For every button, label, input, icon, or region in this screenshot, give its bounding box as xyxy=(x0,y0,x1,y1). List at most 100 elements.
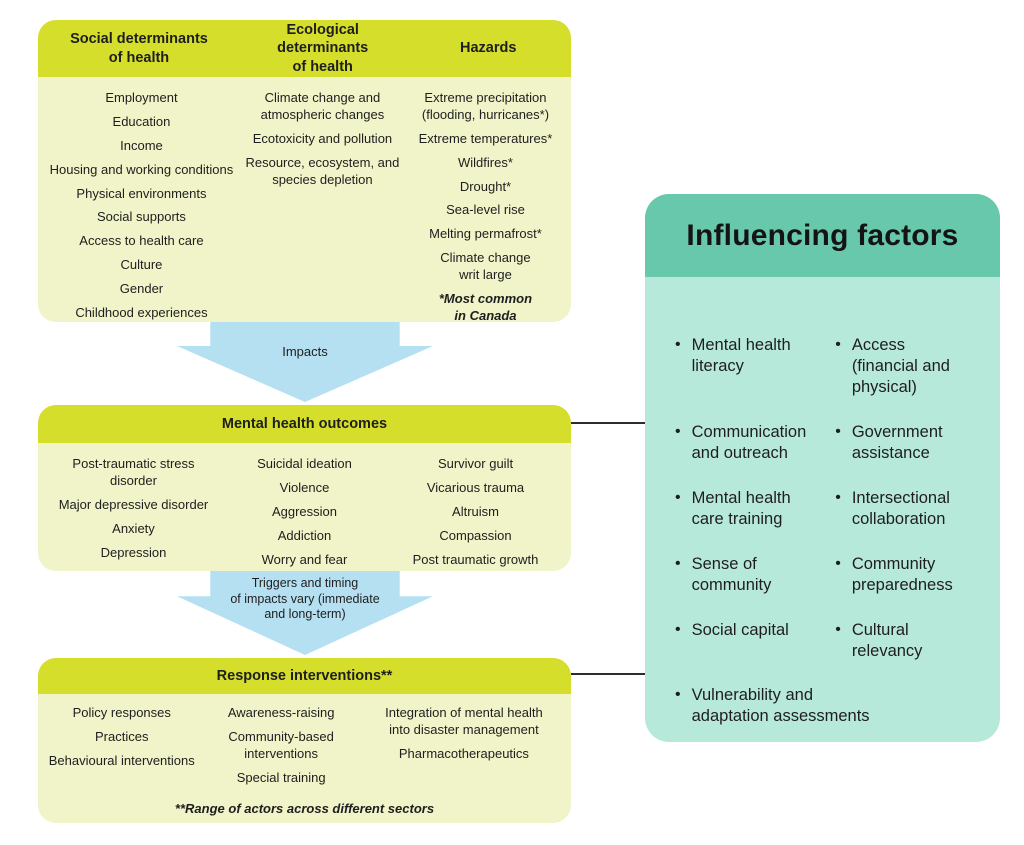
response-to-influencing-line xyxy=(571,673,645,675)
influencing-item-label: Sense of community xyxy=(691,554,772,594)
list-item: Housing and working conditions xyxy=(49,161,234,177)
list-item: Childhood experiences xyxy=(75,305,208,321)
list-item: Employment xyxy=(105,90,178,105)
influencing-item-right: • Government assistance xyxy=(835,422,978,464)
influencing-header-band: Influencing factors xyxy=(645,194,1000,277)
list-item: Post traumatic growth xyxy=(412,551,539,567)
list-item: Worry and fear xyxy=(261,551,348,567)
list-item: Melting permafrost* xyxy=(429,226,542,242)
list-item: Extreme precipitation (flooding, hurrica… xyxy=(421,90,550,122)
influencing-item-right: • Intersectional collaboration xyxy=(835,488,978,530)
outcomes-header: Mental health outcomes xyxy=(38,405,571,443)
ecological-determinants-header: Ecological determinants of health xyxy=(277,22,369,75)
influencing-item-left: • Mental health literacy xyxy=(675,335,829,398)
list-item: Education xyxy=(112,113,171,129)
hazards-list: Extreme precipitation (flooding, hurrica… xyxy=(404,90,567,284)
hazards-header: Hazards xyxy=(460,40,517,57)
bullet-icon: • xyxy=(835,620,841,638)
list-item: Altruism xyxy=(452,503,499,519)
social-determinants-header: Social determinants of health xyxy=(70,31,208,66)
list-item: Extreme temperatures* xyxy=(418,130,553,146)
list-item: Anxiety xyxy=(112,520,155,536)
list-item: Post-traumatic stress disorder xyxy=(72,456,195,488)
list-item: Vicarious trauma xyxy=(426,479,525,495)
list-item: Climate change writ large xyxy=(440,250,531,283)
list-item: Ecotoxicity and pollution xyxy=(252,130,393,146)
influencing-item-left: • Social capital xyxy=(675,620,829,662)
list-item: Income xyxy=(120,137,163,153)
list-item: Gender xyxy=(119,281,164,297)
triggers-arrow-label: Triggers and timing of impacts vary (imm… xyxy=(230,576,380,622)
bullet-icon: • xyxy=(675,488,681,506)
list-item: Climate change and atmospheric changes xyxy=(260,90,385,122)
list-item: Resource, ecosystem, and species depleti… xyxy=(245,154,400,187)
list-item: Suicidal ideation xyxy=(257,456,352,471)
influencing-item-left: • Sense of community xyxy=(675,554,829,596)
bullet-icon: • xyxy=(675,686,681,704)
influencing-item-label: Intersectional collaboration xyxy=(851,488,950,528)
bullet-icon: • xyxy=(835,422,841,440)
influencing-item-wide: • Vulnerability and adaptation assessmen… xyxy=(675,685,978,727)
list-item: Access to health care xyxy=(79,233,204,249)
list-item: Physical environments xyxy=(76,185,207,201)
determinants-hazards-box: Social determinants of health Ecological… xyxy=(38,20,571,322)
list-item: Special training xyxy=(236,769,326,785)
bullet-icon: • xyxy=(675,336,681,353)
influencing-item-label: Mental health literacy xyxy=(691,336,791,375)
bullet-icon: • xyxy=(675,554,681,572)
impacts-down-arrow: Impacts xyxy=(177,322,433,402)
influencing-item-left: • Mental health care training xyxy=(675,488,829,530)
influencing-factors-box: Influencing factors • Mental health lite… xyxy=(645,194,1000,742)
response-interventions-box: Response interventions** Policy response… xyxy=(38,658,571,823)
list-item: Aggression xyxy=(271,503,338,519)
influencing-title: Influencing factors xyxy=(686,218,959,252)
influencing-item-label: Community preparedness xyxy=(851,554,953,594)
outcomes-to-influencing-line xyxy=(571,422,645,424)
triggers-down-arrow: Triggers and timing of impacts vary (imm… xyxy=(177,571,433,655)
influencing-item-right: • Access (financial and physical) xyxy=(835,335,978,398)
bullet-icon: • xyxy=(835,554,841,572)
determinants-header-band: Social determinants of health Ecological… xyxy=(38,20,571,77)
hazards-footnote: *Most common in Canada xyxy=(438,291,533,322)
influencing-item-label: Vulnerability and adaptation assessments xyxy=(691,686,870,726)
bullet-icon: • xyxy=(835,488,841,506)
bullet-icon: • xyxy=(835,336,841,353)
list-item: Practices xyxy=(95,728,149,744)
list-item: Addiction xyxy=(277,527,332,543)
influencing-item-label: Access (financial and physical) xyxy=(851,336,950,396)
list-item: Depression xyxy=(100,544,167,560)
list-item: Community-based interventions xyxy=(228,728,334,761)
list-item: Integration of mental health into disast… xyxy=(385,705,543,737)
list-item: Wildfires* xyxy=(458,154,513,170)
list-item: Awareness-raising xyxy=(227,705,335,720)
list-item: Compassion xyxy=(439,527,512,543)
hazards-column: Extreme precipitation (flooding, hurrica… xyxy=(404,90,567,322)
response-footnote: **Range of actors across different secto… xyxy=(174,800,435,816)
list-item: Social supports xyxy=(97,209,186,225)
bullet-icon: • xyxy=(675,620,681,638)
impacts-arrow-label: Impacts xyxy=(282,344,328,359)
response-header: Response interventions** xyxy=(38,658,571,694)
list-item: Drought* xyxy=(459,178,512,194)
mental-health-outcomes-box: Mental health outcomes Post-traumatic st… xyxy=(38,405,571,571)
influencing-item-label: Mental health care training xyxy=(691,488,791,528)
influencing-item-right: • Community preparedness xyxy=(835,554,978,596)
influencing-item-label: Cultural relevancy xyxy=(851,620,923,660)
list-item: Behavioural interventions xyxy=(48,752,195,768)
list-item: Survivor guilt xyxy=(437,456,514,471)
influencing-item-label: Social capital xyxy=(691,620,789,639)
influencing-item-label: Communication and outreach xyxy=(691,422,807,462)
influencing-item-label: Government assistance xyxy=(851,422,943,462)
list-item: Major depressive disorder xyxy=(58,496,209,512)
response-column-3: Integration of mental health into disast… xyxy=(363,705,565,794)
